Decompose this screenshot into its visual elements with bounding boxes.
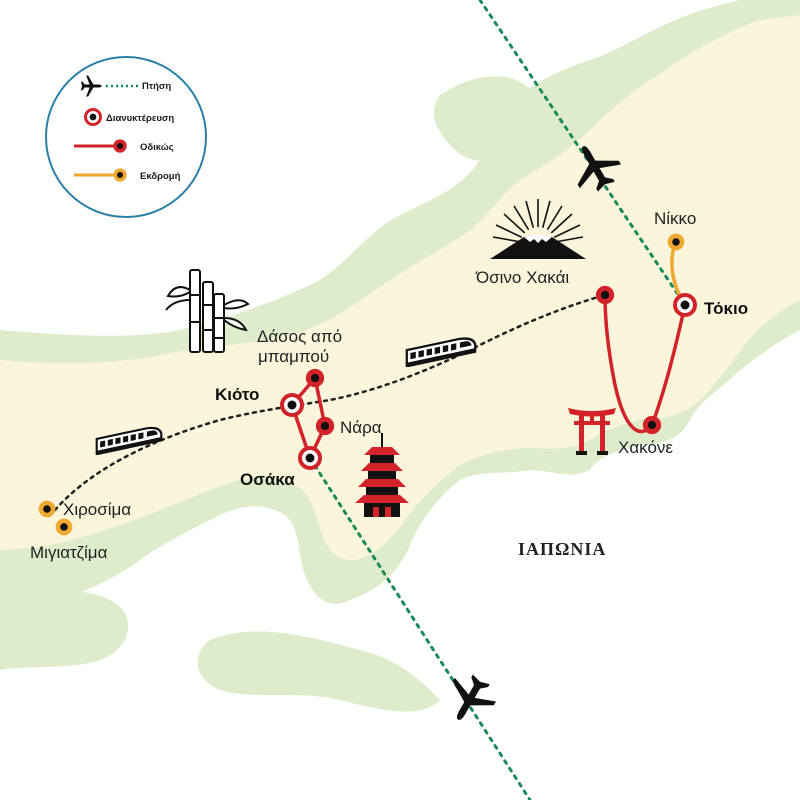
- legend-overnight-swatch: [84, 108, 102, 126]
- legend-road-label: Οδικώς: [140, 142, 174, 153]
- label-country: ΙΑΠΩΝΙΑ: [518, 539, 606, 559]
- kyoto-marker[interactable]: [280, 393, 304, 417]
- torii-gate-icon: [568, 408, 616, 455]
- label-oshino-hakkai: Όσινο Χακάι: [475, 268, 569, 287]
- label-tokyo: Τόκιο: [704, 299, 748, 318]
- legend-flight-label: Πτήση: [142, 81, 171, 92]
- legend-circle: [45, 56, 207, 218]
- label-hakone: Χακόνε: [618, 438, 673, 457]
- hakone-marker[interactable]: [642, 415, 662, 435]
- bamboo-forest-marker[interactable]: [305, 368, 325, 388]
- train-route: [53, 293, 607, 512]
- nara-marker[interactable]: [315, 416, 335, 436]
- label-kyoto: Κιότο: [215, 385, 259, 404]
- label-bamboo-forest-line1: Δάσος από: [257, 327, 342, 346]
- pagoda-icon: [355, 433, 409, 517]
- tokyo-marker[interactable]: [673, 293, 697, 317]
- label-hiroshima: Χιροσίμα: [63, 500, 131, 519]
- label-miyajima: Μιγιατζίμα: [30, 543, 108, 562]
- legend-excursion-marker: [113, 168, 127, 182]
- oshino-hakkai-marker[interactable]: [595, 285, 615, 305]
- bamboo-icon: [165, 269, 250, 353]
- hiroshima-marker[interactable]: [38, 500, 56, 518]
- label-nikko: Νίκκο: [654, 209, 696, 228]
- miyajima-marker[interactable]: [55, 518, 73, 536]
- legend-road-marker: [113, 139, 127, 153]
- land-south-lobe: [197, 631, 440, 712]
- legend-overnight-label: Διανυκτέρευση: [106, 113, 174, 124]
- mount-fuji-icon: [490, 199, 586, 263]
- label-bamboo-forest-line2: μπαμπού: [258, 347, 329, 366]
- nikko-marker[interactable]: [667, 233, 685, 251]
- road-route-tokyo-hakone: [650, 304, 687, 426]
- osaka-marker[interactable]: [298, 446, 322, 470]
- label-nara: Νάρα: [340, 418, 382, 437]
- land-north-lobe: [433, 76, 538, 162]
- legend-excursion-label: Εκδρομή: [140, 171, 181, 182]
- land-southwest: [0, 590, 129, 670]
- road-route-hakone-oshino: [603, 294, 654, 434]
- label-osaka: Οσάκα: [240, 470, 295, 489]
- flight-path-tokyo: [478, 0, 687, 307]
- legend: Πτήση Διανυκτέρευση Οδικώς Εκδρομή: [45, 56, 207, 218]
